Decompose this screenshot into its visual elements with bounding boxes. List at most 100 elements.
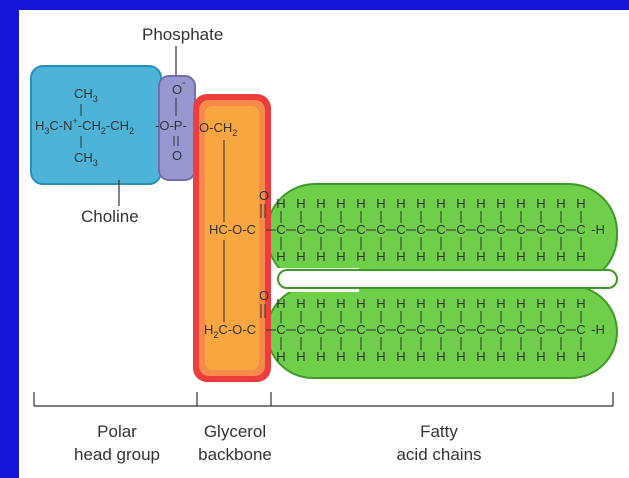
chain-2-hydrogen-bottom: H: [516, 349, 525, 364]
chain-2-hydrogen-top: H: [416, 296, 425, 311]
chain-2-carbon: C: [296, 322, 305, 337]
chain-2-hydrogen-bottom: H: [396, 349, 405, 364]
chain-2-hydrogen-top: H: [576, 296, 585, 311]
chain-1-carbon: C: [496, 222, 505, 237]
chain-2-hydrogen-top: H: [336, 296, 345, 311]
chain-2-hydrogen-bottom: H: [456, 349, 465, 364]
chain-1-hydrogen-top: H: [416, 196, 425, 211]
chain-2-hydrogen-bottom: H: [296, 349, 305, 364]
chain-1-carbon: C: [436, 222, 445, 237]
glycerol-top-carbon: O-CH2: [199, 120, 237, 138]
chain-2-hydrogen-top: H: [316, 296, 325, 311]
chain-1-hydrogen-bottom: H: [416, 249, 425, 264]
chain-1-carbon: C: [416, 222, 425, 237]
chain-1-carbon: C: [316, 222, 325, 237]
chain-1-hydrogen-top: H: [356, 196, 365, 211]
chain-1-carbon: C: [476, 222, 485, 237]
chain-gap-rounded: [277, 269, 618, 289]
glycerol-box-inner: [205, 106, 259, 370]
chain-2-hydrogen-bottom: H: [336, 349, 345, 364]
chain-2-hydrogen-top: H: [496, 296, 505, 311]
chain-2-hydrogen-bottom: H: [416, 349, 425, 364]
chain-1-hydrogen-top: H: [576, 196, 585, 211]
chain-1-hydrogen-bottom: H: [276, 249, 285, 264]
chain-2-carbon: C: [496, 322, 505, 337]
chain-1-hydrogen-top: H: [496, 196, 505, 211]
fatty-label-line1: Fatty: [420, 422, 458, 441]
chain-2-carbon: C: [516, 322, 525, 337]
chain-1-carbon: C: [336, 222, 345, 237]
polar-label-line2: head group: [74, 445, 160, 464]
glycerol-mid-carbon: HC-O-C: [209, 222, 256, 237]
chain-1-hydrogen-bottom: H: [556, 249, 565, 264]
glycerol-label-line1: Glycerol: [204, 422, 266, 441]
chain-2-carbon: C: [416, 322, 425, 337]
chain-1-hydrogen-top: H: [476, 196, 485, 211]
chain-2-hydrogen-top: H: [296, 296, 305, 311]
phospholipid-diagram: Phosphate Choline CH3 H3C-N+-CH2-CH2 CH3…: [30, 25, 618, 464]
chain-1-hydrogen-bottom: H: [356, 249, 365, 264]
chain-2-hydrogen-bottom: H: [436, 349, 445, 364]
chain-2-hydrogen-top: H: [476, 296, 485, 311]
chain-2-hydrogen-top: H: [436, 296, 445, 311]
chain-2-carbon: C: [316, 322, 325, 337]
chain-2-carbon: C: [576, 322, 585, 337]
chain-2-hydrogen-top: H: [396, 296, 405, 311]
chain-1-hydrogen-top: H: [296, 196, 305, 211]
chain-1-carbon: C: [576, 222, 585, 237]
chain-2-hydrogen-top: H: [516, 296, 525, 311]
choline-methyl-bottom: CH3: [74, 150, 98, 168]
chain-1-terminal-h: -H: [591, 222, 605, 237]
chain-1-hydrogen-top: H: [396, 196, 405, 211]
chain-1-hydrogen-top: H: [276, 196, 285, 211]
chain-2-carbon: C: [476, 322, 485, 337]
choline-main-chain: H3C-N+-CH2-CH2: [35, 116, 134, 136]
polar-label-line1: Polar: [97, 422, 137, 441]
chain-2-hydrogen-top: H: [536, 296, 545, 311]
chain-2-carbon: C: [436, 322, 445, 337]
chain-2-carbon: C: [356, 322, 365, 337]
chain-1-hydrogen-bottom: H: [436, 249, 445, 264]
chain-1-hydrogen-bottom: H: [496, 249, 505, 264]
chain-2-hydrogen-bottom: H: [316, 349, 325, 364]
phosphate-label: Phosphate: [142, 25, 223, 44]
phosphate-oxygen-bottom: O: [172, 148, 182, 163]
fatty-label-line2: acid chains: [396, 445, 481, 464]
chain-2-hydrogen-top: H: [456, 296, 465, 311]
phosphate-oxygen-top: O: [172, 82, 182, 97]
chain-2-hydrogen-bottom: H: [576, 349, 585, 364]
chain-2-carbon: C: [536, 322, 545, 337]
chain-1-hydrogen-bottom: H: [296, 249, 305, 264]
chain-2-hydrogen-top: H: [556, 296, 565, 311]
chain-2-carbon: C: [396, 322, 405, 337]
chain-1-hydrogen-bottom: H: [336, 249, 345, 264]
chain-2-hydrogen-top: H: [376, 296, 385, 311]
chain-1-hydrogen-top: H: [436, 196, 445, 211]
chain-1-hydrogen-top: H: [536, 196, 545, 211]
chain-2-carbon: C: [376, 322, 385, 337]
chain-1-hydrogen-bottom: H: [376, 249, 385, 264]
chain-1-hydrogen-top: H: [376, 196, 385, 211]
chain-1-carbon: C: [456, 222, 465, 237]
chain-2-hydrogen-top: H: [276, 296, 285, 311]
chain-2-hydrogen-bottom: H: [276, 349, 285, 364]
chain-2-carbon: C: [556, 322, 565, 337]
chain-1-carbon: C: [376, 222, 385, 237]
chain-1-hydrogen-bottom: H: [396, 249, 405, 264]
chain-1-hydrogen-bottom: H: [536, 249, 545, 264]
chain-1-hydrogen-top: H: [516, 196, 525, 211]
choline-label: Choline: [81, 207, 139, 226]
chain-2-terminal-h: -H: [591, 322, 605, 337]
chain-1-carbon: C: [396, 222, 405, 237]
phosphate-charge: -: [182, 77, 186, 89]
chain-1-hydrogen-bottom: H: [316, 249, 325, 264]
chain-2-hydrogen-bottom: H: [556, 349, 565, 364]
carbonyl-oxygen-1: O: [259, 188, 269, 203]
chain-1-carbon: C: [536, 222, 545, 237]
chain-1-hydrogen-bottom: H: [576, 249, 585, 264]
chain-2-hydrogen-bottom: H: [376, 349, 385, 364]
glycerol-bottom-carbon: H2C-O-C: [204, 322, 256, 340]
chain-2-hydrogen-bottom: H: [356, 349, 365, 364]
chain-1-carbon: C: [296, 222, 305, 237]
chain-2-carbon: C: [336, 322, 345, 337]
